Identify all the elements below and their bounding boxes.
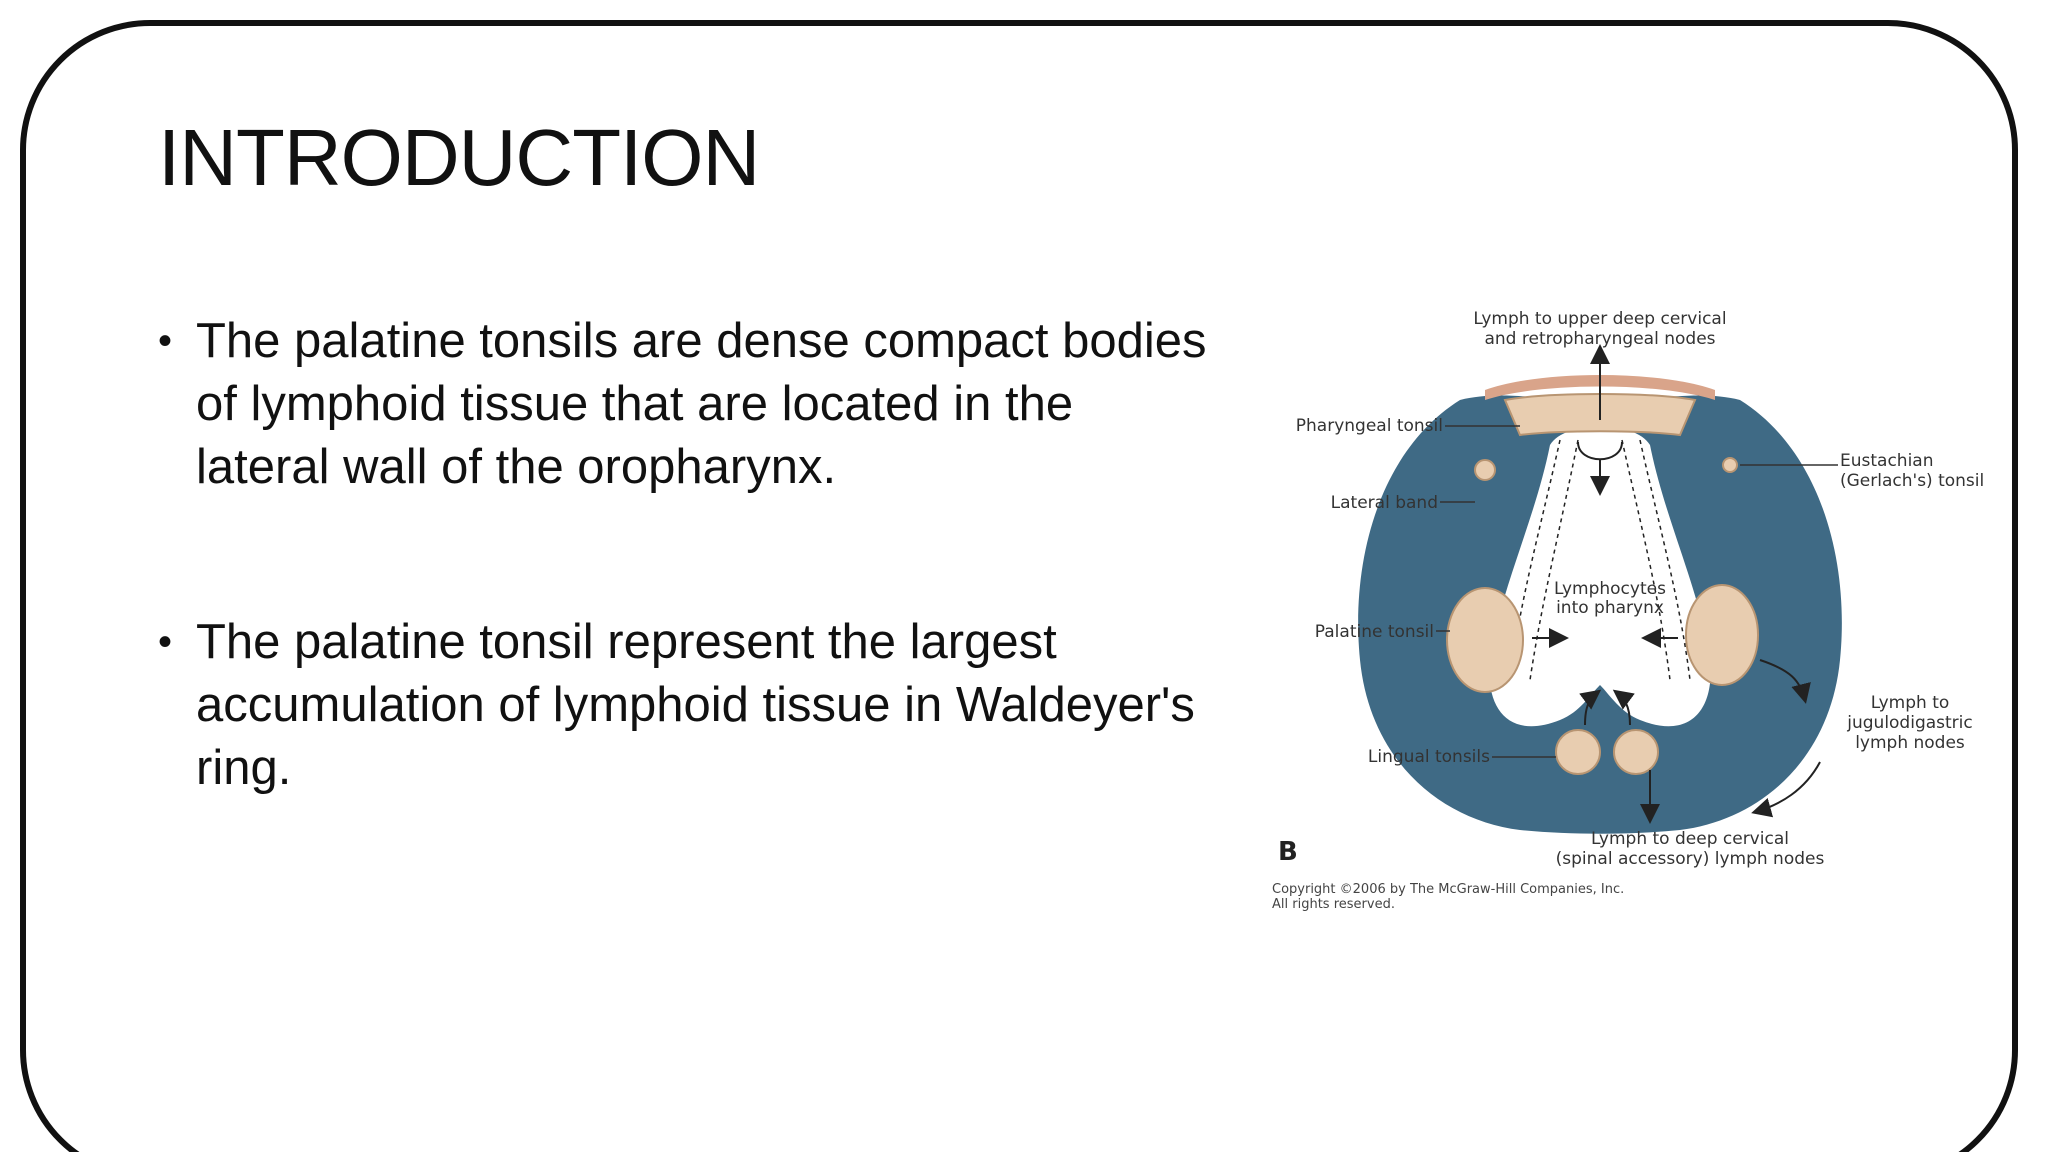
label-copyright: All rights reserved. <box>1272 897 1395 912</box>
lateral-band-right <box>1639 439 1691 681</box>
label-eustachian: (Gerlach's) tonsil <box>1840 471 1984 491</box>
label-lymph-jugulo: Lymph to <box>1871 693 1950 713</box>
lateral-band-right-inner <box>1621 439 1671 681</box>
arrow-lingual-right <box>1612 689 1635 726</box>
label-lymph-upper: and retropharyngeal nodes <box>1484 329 1715 349</box>
label-copyright: Copyright ©2006 by The McGraw-Hill Compa… <box>1272 882 1624 897</box>
pharynx-lumen <box>1489 426 1711 727</box>
label-lymph-jugulo: lymph nodes <box>1855 733 1965 753</box>
diagram-svg: Lymph to upper deep cervical and retroph… <box>1272 309 1984 912</box>
pharyngeal-roof <box>1485 375 1715 400</box>
bullet-item: • The palatine tonsils are dense compact… <box>158 310 1218 499</box>
lingual-tonsil-right <box>1613 729 1659 775</box>
label-pharyngeal-tonsil: Pharyngeal tonsil <box>1296 416 1443 436</box>
arrow-lingual-left <box>1579 689 1602 726</box>
label-panel-letter: B <box>1278 837 1298 867</box>
palatine-tonsil-left <box>1446 587 1524 693</box>
lateral-band-left <box>1509 439 1561 681</box>
label-palatine-tonsil: Palatine tonsil <box>1315 622 1434 642</box>
lateral-band-left-inner <box>1529 439 1579 681</box>
label-lymphocytes: Lymphocytes <box>1554 579 1666 599</box>
label-lateral-band: Lateral band <box>1331 493 1438 513</box>
arrow-deep <box>1751 761 1821 818</box>
bullet-item: • The palatine tonsil represent the larg… <box>158 611 1218 800</box>
label-lingual-tonsils: Lingual tonsils <box>1368 747 1490 767</box>
arrow-loop <box>1577 441 1623 461</box>
lingual-tonsil-left <box>1555 729 1601 775</box>
label-eustachian: Eustachian <box>1840 451 1934 471</box>
bullet-text: The palatine tonsils are dense compact b… <box>196 314 1207 494</box>
bullet-list: • The palatine tonsils are dense compact… <box>158 310 1218 800</box>
eustachian-tonsil-left <box>1474 459 1496 481</box>
bullet-marker: • <box>158 319 173 363</box>
bullet-text: The palatine tonsil represent the larges… <box>196 615 1195 795</box>
label-lymphocytes: into pharynx <box>1556 598 1664 618</box>
eustachian-tonsil-right <box>1722 457 1738 473</box>
waldeyer-ring-diagram: Lymph to upper deep cervical and retroph… <box>1260 300 2000 920</box>
label-lymph-jugulo: jugulodigastric <box>1846 713 1973 733</box>
bullet-marker: • <box>158 620 173 664</box>
slide-title: INTRODUCTION <box>158 113 760 202</box>
label-lymph-deep: (spinal accessory) lymph nodes <box>1556 849 1825 869</box>
label-lymph-deep: Lymph to deep cervical <box>1591 829 1789 849</box>
arrow-jugulo <box>1759 659 1811 704</box>
label-lymph-upper: Lymph to upper deep cervical <box>1473 309 1726 329</box>
palatine-tonsil-right <box>1685 584 1759 686</box>
